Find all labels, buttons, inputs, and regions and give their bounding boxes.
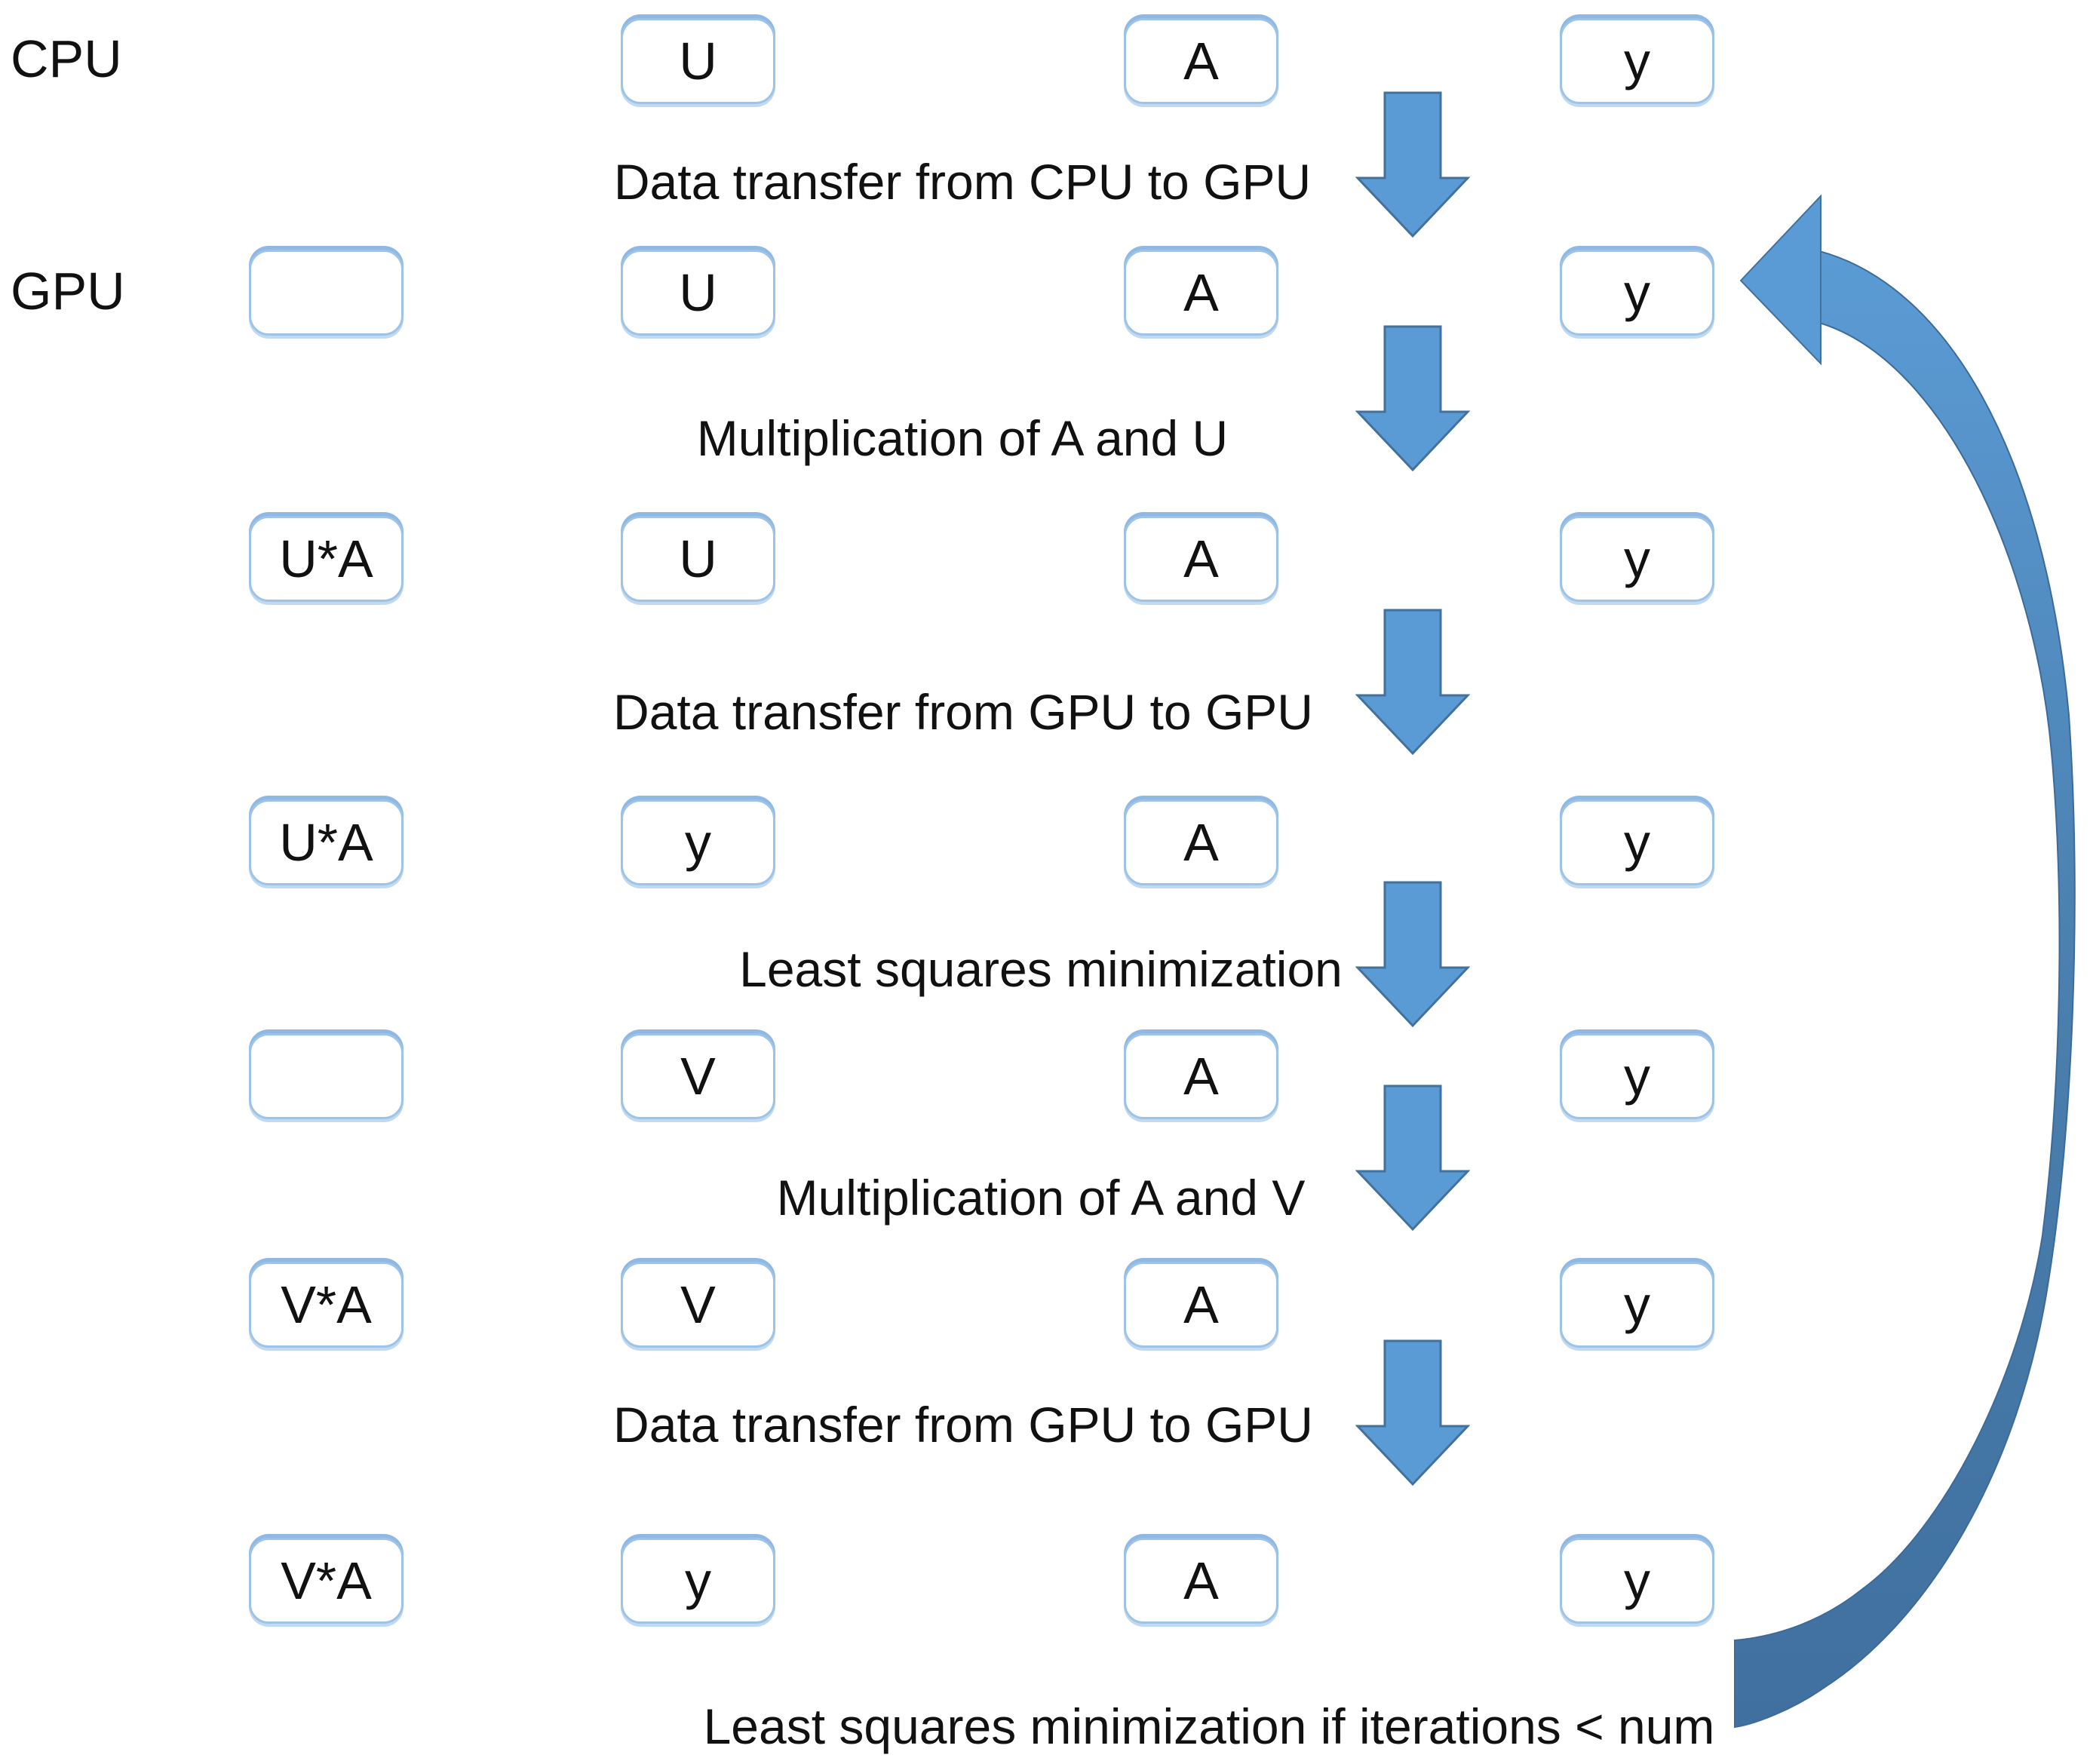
matrix-box-y: y [1560, 18, 1714, 104]
step-caption: Data transfer from GPU to GPU [613, 684, 1313, 740]
matrix-box-ua: U*A [249, 516, 404, 602]
matrix-box-ua: U*A [249, 799, 404, 885]
down-arrow-icon [1355, 1084, 1470, 1232]
down-arrow-icon [1355, 325, 1470, 472]
step-caption: Multiplication of A and V [776, 1170, 1306, 1226]
matrix-box-a: A [1124, 516, 1278, 602]
down-arrow-icon [1355, 1339, 1470, 1486]
down-arrow-icon [1355, 881, 1470, 1028]
matrix-box-y: y [1560, 1262, 1714, 1348]
gpu-row-label: GPU [11, 262, 125, 321]
matrix-box-u: U [621, 250, 775, 336]
step-caption: Data transfer from GPU to GPU [613, 1397, 1313, 1453]
matrix-box-empty [249, 250, 404, 336]
loop-arrow-icon [1734, 194, 2076, 1729]
matrix-box-a: A [1124, 1262, 1278, 1348]
matrix-box-a: A [1124, 1538, 1278, 1624]
matrix-box-a: A [1124, 799, 1278, 885]
down-arrow-icon [1355, 609, 1470, 756]
step-caption: Multiplication of A and U [696, 410, 1229, 466]
step-caption: Least squares minimization [739, 941, 1343, 997]
matrix-box-a: A [1124, 250, 1278, 336]
matrix-box-empty [249, 1033, 404, 1119]
cpu-row-label: CPU [11, 29, 122, 88]
matrix-box-y: y [1560, 1033, 1714, 1119]
matrix-box-a: A [1124, 1033, 1278, 1119]
matrix-box-va: V*A [249, 1262, 404, 1348]
matrix-box-y: y [621, 1538, 775, 1624]
matrix-box-y: y [1560, 250, 1714, 336]
down-arrow-icon [1355, 91, 1470, 238]
matrix-box-u: U [621, 18, 775, 104]
matrix-box-v: V [621, 1033, 775, 1119]
matrix-box-a: A [1124, 18, 1278, 104]
matrix-box-va: V*A [249, 1538, 404, 1624]
matrix-box-y: y [1560, 799, 1714, 885]
matrix-box-u: U [621, 516, 775, 602]
matrix-box-v: V [621, 1262, 775, 1348]
loop-condition-caption: Least squares minimization if iterations… [703, 1698, 1715, 1754]
matrix-box-y: y [621, 799, 775, 885]
matrix-box-y: y [1560, 1538, 1714, 1624]
step-caption: Data transfer from CPU to GPU [613, 154, 1312, 210]
matrix-box-y: y [1560, 516, 1714, 602]
